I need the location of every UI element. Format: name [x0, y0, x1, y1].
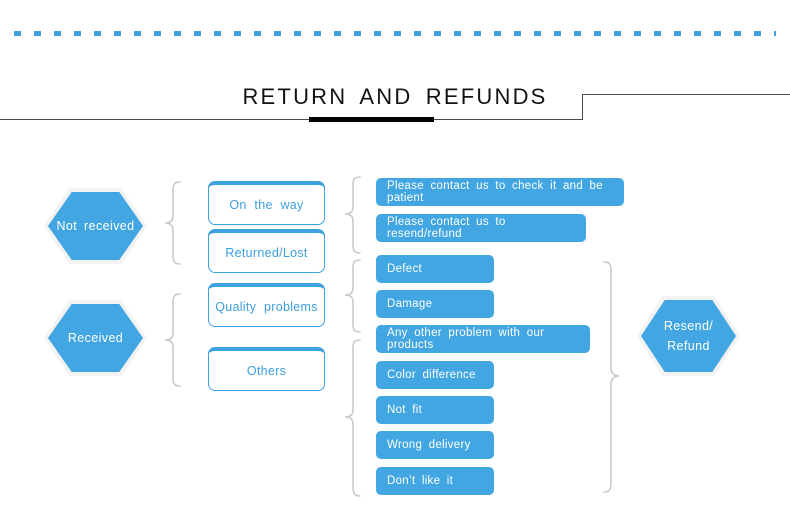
box-label: Wrong delivery: [387, 439, 471, 451]
box-label: On the way: [229, 197, 304, 212]
box-label: Please contact us to check it and be pat…: [387, 180, 603, 204]
box-label: Not fit: [387, 404, 423, 416]
box-label: Any other problem with our products: [387, 327, 545, 351]
box-on-the-way[interactable]: On the way: [208, 181, 325, 225]
box-wrong-delivery[interactable]: Wrong delivery: [376, 431, 494, 459]
box-contact-resend[interactable]: Please contact us to resend/refund: [376, 214, 586, 242]
header-rule-upper: [582, 94, 790, 95]
box-returned-lost[interactable]: Returned/Lost: [208, 229, 325, 273]
hexagon-label: Resend/ Refund: [658, 316, 719, 356]
box-contact-check[interactable]: Please contact us to check it and be pat…: [376, 178, 624, 206]
hexagon-label-line2: Refund: [667, 339, 710, 353]
hexagon-resend-refund[interactable]: Resend/ Refund: [637, 296, 740, 376]
box-label: Don’t like it: [387, 475, 454, 487]
hexagon-label: Not received: [56, 219, 135, 233]
box-label: Color difference: [387, 369, 476, 381]
box-label: Others: [246, 363, 287, 378]
hexagon-label: Received: [67, 331, 124, 345]
brace-received: [160, 292, 186, 388]
box-label: Defect: [387, 263, 423, 275]
box-others[interactable]: Others: [208, 347, 325, 391]
hexagon-not-received[interactable]: Not received: [44, 188, 147, 264]
box-quality-problems[interactable]: Quality problems: [208, 283, 325, 327]
header-rule-lower: [0, 119, 583, 120]
hexagon-fill: [48, 304, 143, 372]
hexagon-received[interactable]: Received: [44, 300, 147, 376]
box-defect[interactable]: Defect: [376, 255, 494, 283]
box-label: Quality problems: [215, 299, 318, 314]
brace-stage2-group-1: [340, 175, 366, 255]
box-dont-like-it[interactable]: Don’t like it: [376, 467, 494, 495]
box-not-fit[interactable]: Not fit: [376, 396, 494, 424]
brace-stage2-group-2: [340, 258, 366, 334]
box-damage[interactable]: Damage: [376, 290, 494, 318]
box-label: Damage: [387, 298, 433, 310]
box-label: Returned/Lost: [225, 245, 308, 260]
box-label: Please contact us to resend/refund: [387, 216, 506, 240]
brace-final-outcome: [598, 260, 624, 496]
header-rule-step: [582, 94, 583, 120]
top-dotted-divider: [14, 31, 776, 36]
header-accent-bar: [309, 117, 434, 122]
box-color-difference[interactable]: Color difference: [376, 361, 494, 389]
brace-stage2-group-3: [340, 338, 366, 498]
page-title: RETURN AND REFUNDS: [242, 84, 548, 109]
brace-not-received: [160, 180, 186, 266]
hexagon-label-line1: Resend/: [663, 319, 714, 333]
box-any-other-problem[interactable]: Any other problem with our products: [376, 325, 590, 353]
